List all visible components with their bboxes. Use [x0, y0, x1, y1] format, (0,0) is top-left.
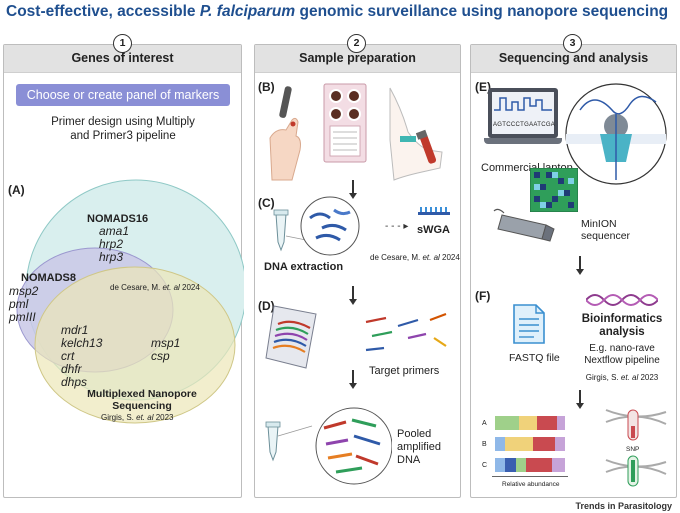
tube-icon	[273, 209, 289, 252]
label-b: (B)	[258, 80, 275, 94]
snp-label: SNP	[626, 446, 640, 453]
bar-axis	[492, 476, 568, 477]
dried-blood-spot-card-icon	[323, 83, 367, 163]
step-number-badge: 2	[347, 34, 366, 53]
target-primers-icon	[365, 312, 447, 352]
label-a: (A)	[8, 183, 25, 197]
gene-dhfr: dhfr	[61, 362, 82, 376]
citation-de-cesare-panel1: de Cesare, M. et. al 2024	[110, 283, 200, 292]
blood-sampling-illustration	[269, 83, 443, 181]
step-number-badge: 3	[563, 34, 582, 53]
gene-msp2: msp2	[9, 284, 39, 298]
minion-label: MinION sequencer	[581, 218, 631, 242]
mnp-label: Multiplexed Nanopore Sequencing	[87, 388, 197, 412]
gene-dhps: dhps	[61, 375, 88, 389]
minion-device-icon	[493, 208, 555, 242]
dna-extraction-label: DNA extraction	[264, 261, 344, 273]
primer-design-text: Primer design using Multiply and Primer3…	[51, 116, 195, 142]
label-d: (D)	[258, 299, 275, 313]
nomads8-label: NOMADS8	[21, 272, 77, 284]
dashed-arrow: - - - ▸	[385, 221, 409, 232]
gene-kelch13: kelch13	[61, 336, 103, 350]
panel-title: Genes of interest	[71, 51, 174, 65]
gene-pml: pml	[9, 297, 29, 311]
label-e: (E)	[475, 80, 491, 94]
flow-cell-icon	[530, 168, 578, 212]
lancet-icon	[279, 86, 292, 118]
fastq-file-icon	[513, 304, 545, 344]
arm-icon	[389, 87, 443, 181]
pooled-dna-label: Pooled amplified DNA	[397, 428, 442, 466]
nanopore-protein-icon	[600, 114, 632, 180]
hand-icon	[269, 117, 301, 181]
abundance-bar-c	[495, 458, 565, 472]
panel-title: Sample preparation	[299, 51, 416, 65]
swga-label: sWGA	[417, 224, 450, 236]
arrow-down	[349, 180, 357, 199]
pooled-dna-zoom-circle	[315, 407, 392, 485]
arrow-down	[576, 256, 584, 275]
step-number-badge: 1	[113, 34, 132, 53]
laptop-sequence-text: AGTCCCTGAATCGA	[493, 122, 556, 128]
bar-label-c: C	[482, 462, 488, 469]
nanopore-illustration	[565, 83, 667, 185]
arrow-down	[349, 370, 357, 389]
bar-label-b: B	[482, 441, 487, 448]
bioinformatics-label: Bioinformatics analysis	[581, 313, 663, 338]
abundance-bar-a	[495, 416, 565, 430]
gene-ama1: ama1	[99, 224, 130, 238]
abundance-bar-b	[495, 437, 565, 451]
swga-illustration	[418, 207, 450, 215]
figure-title: Cost-effective, accessible P. falciparum…	[6, 3, 669, 20]
label-c: (C)	[258, 196, 275, 210]
arrow-down	[576, 390, 584, 409]
target-primers-label: Target primers	[369, 365, 440, 377]
arrow-down	[349, 286, 357, 305]
panel-title: Sequencing and analysis	[498, 51, 649, 65]
gene-pmiii: pmIII	[9, 310, 36, 324]
pcr-plate-icon	[265, 305, 317, 369]
multiplex-pcr-illustration	[265, 305, 447, 369]
blood-tube-icon	[415, 129, 437, 164]
venn-diagram	[16, 179, 244, 424]
dna-extraction-illustration	[273, 196, 360, 256]
snp-illustration	[605, 409, 667, 487]
relative-abundance-label: Relative abundance	[502, 481, 560, 488]
dna-helix-icon	[586, 294, 658, 306]
gene-hrp3: hrp3	[99, 250, 124, 264]
laptop-icon	[484, 88, 562, 148]
citation-de-cesare-panel2: de Cesare, M. et. al 2024	[370, 253, 460, 262]
tube-icon	[265, 421, 281, 462]
pooled-dna-illustration	[265, 407, 392, 485]
gene-csp: csp	[151, 349, 170, 363]
gene-hrp2: hrp2	[99, 237, 124, 251]
fastq-label: FASTQ file	[509, 352, 560, 364]
citation-girgis-panel1: Girgis, S. et. al 2023	[101, 413, 174, 422]
choose-panel-button[interactable]: Choose or create panel of markers	[16, 84, 230, 106]
nomads16-label: NOMADS16	[87, 213, 149, 225]
journal-credit: Trends in Parasitology	[575, 501, 672, 511]
citation-girgis-panel3: Girgis, S. et. al 2023	[585, 373, 659, 382]
gene-msp1: msp1	[151, 336, 181, 350]
bar-label-a: A	[482, 420, 487, 427]
label-f: (F)	[475, 289, 491, 303]
mnp-circle	[34, 266, 236, 424]
pipeline-label: E.g. nano-rave Nextflow pipeline	[584, 343, 660, 366]
gene-crt: crt	[61, 349, 75, 363]
gene-mdr1: mdr1	[61, 323, 89, 337]
